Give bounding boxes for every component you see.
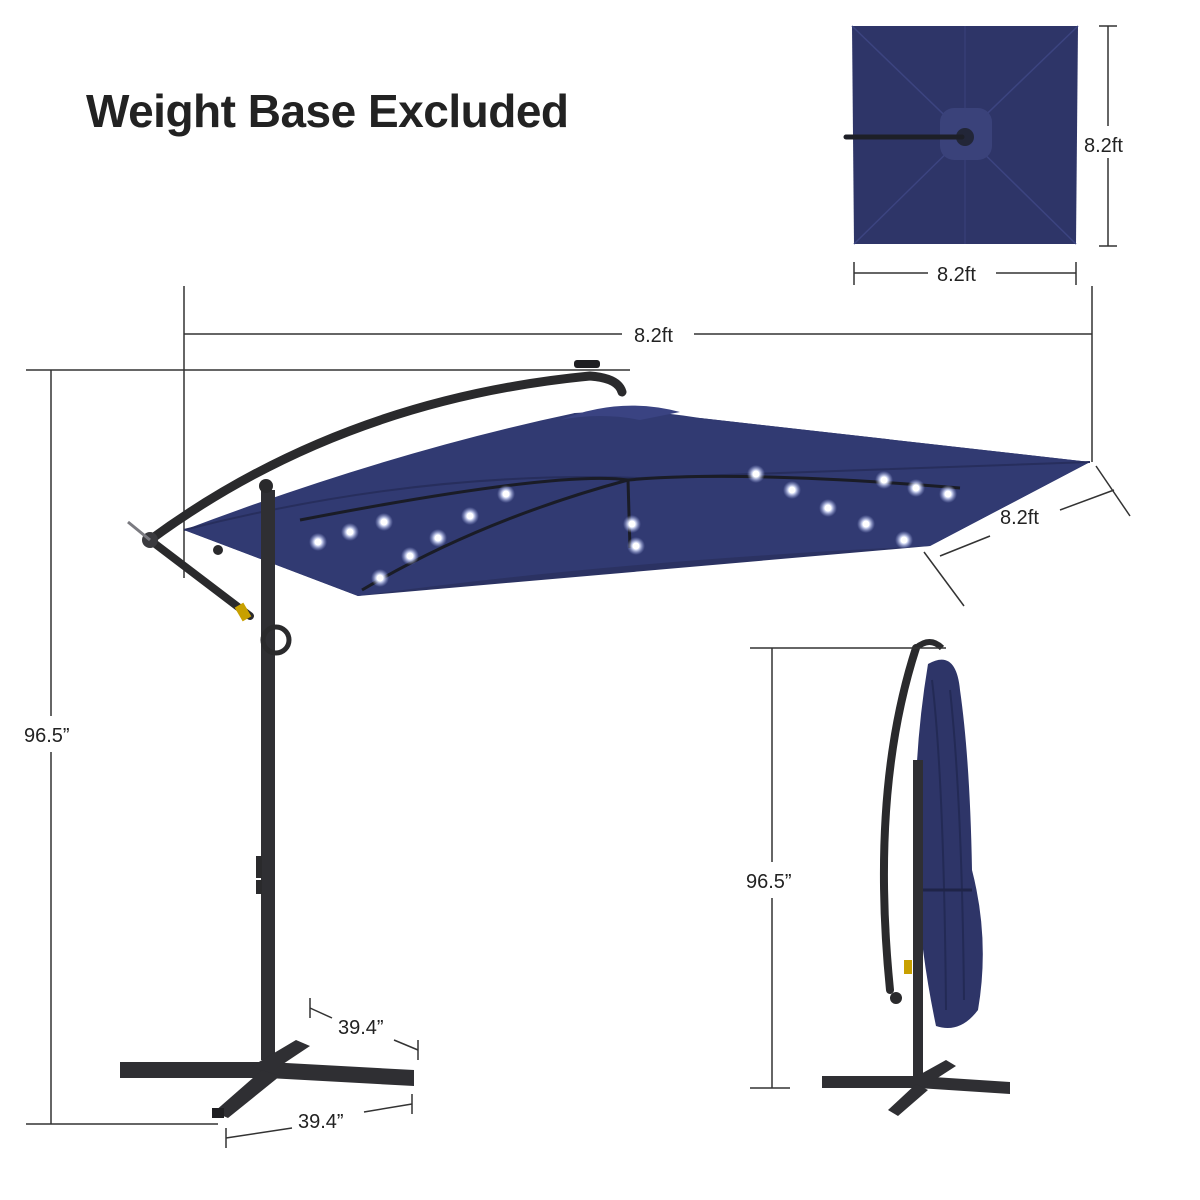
canopy-width-label: 8.2ft — [634, 325, 673, 347]
folded-height-label: 96.5” — [746, 871, 792, 893]
base-side-dimension — [309, 998, 419, 1060]
canopy-vent — [560, 405, 680, 420]
base-front-dimension — [225, 1094, 413, 1148]
top-view-width-label: 8.2ft — [937, 264, 976, 286]
umbrella-open — [120, 360, 1091, 1118]
top-view: 8.2ft 8.2ft — [843, 25, 1123, 286]
cantilever-arm — [145, 371, 627, 545]
folded-height-dimension — [750, 647, 946, 1089]
umbrella-folded — [822, 639, 1010, 1116]
tilt-knob — [234, 602, 252, 622]
folded-cross-base — [822, 1060, 1010, 1116]
folded-tilt-knob — [904, 960, 912, 974]
mast-pole — [261, 490, 275, 1060]
cross-base — [120, 1040, 414, 1118]
total-height-dimension — [26, 369, 630, 1125]
solar-panel — [574, 360, 600, 368]
folded-mast-pole — [913, 760, 923, 1090]
top-view-width-dimension — [853, 262, 1077, 285]
support-strut — [146, 536, 254, 620]
folded-canopy — [915, 659, 983, 1028]
page-title: Weight Base Excluded — [86, 85, 569, 137]
total-height-label: 96.5” — [24, 725, 70, 747]
top-view-height-dimension — [1099, 25, 1117, 247]
base-front-label: 39.4” — [298, 1111, 344, 1133]
base-side-label: 39.4” — [338, 1017, 384, 1039]
led-lights — [309, 465, 957, 587]
canopy-depth-dimension — [923, 465, 1131, 607]
canopy-ribs — [299, 474, 961, 592]
top-view-height-label: 8.2ft — [1084, 135, 1123, 157]
canopy-depth-label: 8.2ft — [1000, 507, 1039, 529]
folded-arm — [879, 644, 920, 994]
